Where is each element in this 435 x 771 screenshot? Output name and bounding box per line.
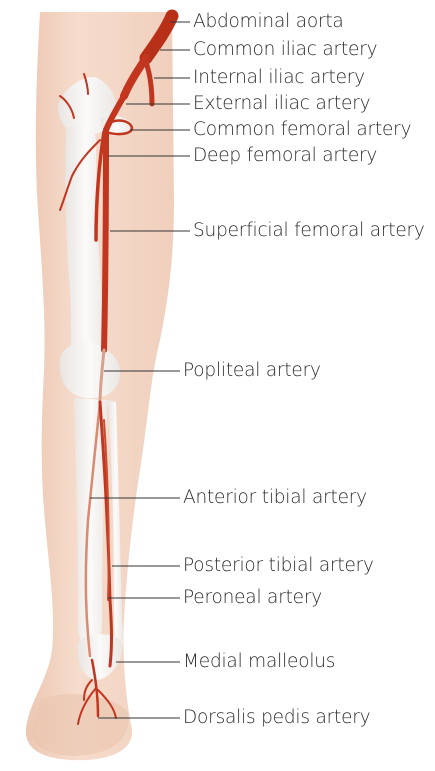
label-dorsalis-pedis-artery: Dorsalis pedis artery <box>183 708 370 728</box>
label-common-femoral-artery: Common femoral artery <box>193 120 411 140</box>
label-common-iliac-artery: Common iliac artery <box>193 40 377 60</box>
label-popliteal-artery: Popliteal artery <box>183 361 321 381</box>
label-superficial-femoral-artery: Superficial femoral artery <box>193 221 425 241</box>
label-posterior-tibial-artery: Posterior tibial artery <box>183 556 374 576</box>
label-abdominal-aorta: Abdominal aorta <box>193 12 344 32</box>
label-internal-iliac-artery: Internal iliac artery <box>193 68 365 88</box>
label-deep-femoral-artery: Deep femoral artery <box>193 146 377 166</box>
superficial-femoral-vessel <box>104 130 106 350</box>
label-anterior-tibial-artery: Anterior tibial artery <box>183 488 367 508</box>
label-external-iliac-artery: External iliac artery <box>193 94 370 114</box>
label-medial-malleolus: Medial malleolus <box>183 652 335 672</box>
label-peroneal-artery: Peroneal artery <box>183 588 322 608</box>
